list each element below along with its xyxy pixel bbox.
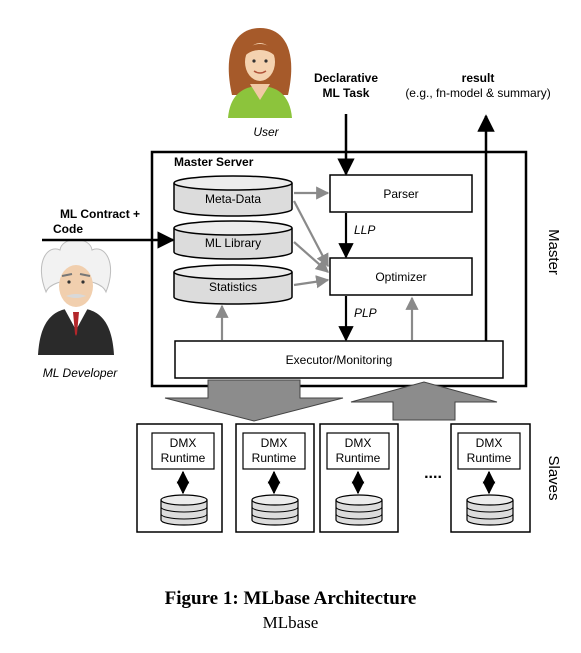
declarative-task-label-line1: Declarative <box>314 71 378 85</box>
declarative-task-label-line2: ML Task <box>323 86 370 100</box>
slaves-ellipsis: .... <box>424 465 442 482</box>
meta-data-to-optimizer-arrow <box>293 200 329 268</box>
slave-node-4: DMX Runtime <box>450 423 531 533</box>
slave-node-2: DMX Runtime <box>235 423 315 533</box>
ml-developer-icon <box>38 239 114 355</box>
dmx-runtime-label-line1: DMX <box>476 436 503 450</box>
optimizer-box <box>329 257 473 296</box>
figure-subtitle: MLbase <box>262 613 319 632</box>
parser-box <box>329 174 473 213</box>
dmx-runtime-label-line2: Runtime <box>252 451 297 465</box>
slaves-to-master-block-arrow <box>350 381 498 421</box>
meta-data-label: Meta-Data <box>205 192 261 206</box>
dmx-runtime-label-line1: DMX <box>261 436 288 450</box>
dmx-runtime-label-line2: Runtime <box>336 451 381 465</box>
slave-node-3: DMX Runtime <box>319 423 399 533</box>
executor-label: Executor/Monitoring <box>286 353 393 367</box>
dmx-runtime-label-line1: DMX <box>345 436 372 450</box>
statistics-cylinder <box>173 264 293 305</box>
figure-caption: Figure 1: MLbase Architecture <box>164 588 417 609</box>
master-to-slaves-block-arrow <box>164 379 344 422</box>
llp-label: LLP <box>354 223 375 237</box>
slave-node-1: DMX Runtime <box>136 423 223 533</box>
master-server-title: Master Server <box>174 155 254 169</box>
ml-contract-label-line2: Code <box>53 222 83 236</box>
statistics-to-optimizer-arrow <box>293 275 330 289</box>
ml-library-cylinder <box>173 220 293 260</box>
ml-library-label: ML Library <box>205 236 261 250</box>
meta-data-cylinder <box>173 175 293 217</box>
optimizer-label: Optimizer <box>375 270 426 284</box>
result-label-line1: result <box>462 71 495 85</box>
ml-library-to-optimizer-arrow <box>293 241 329 273</box>
user-icon <box>228 28 292 118</box>
dmx-runtime-label-line2: Runtime <box>467 451 512 465</box>
ml-contract-label-line1: ML Contract + <box>60 207 140 221</box>
parser-label: Parser <box>383 187 418 201</box>
statistics-label: Statistics <box>209 280 257 294</box>
ml-developer-label: ML Developer <box>43 366 118 380</box>
user-label: User <box>253 125 279 139</box>
result-label-line2: (e.g., fn-model & summary) <box>405 86 550 100</box>
executor-box <box>174 340 504 379</box>
dmx-runtime-label-line2: Runtime <box>161 451 206 465</box>
slaves-side-label: Slaves <box>545 455 562 500</box>
plp-label: PLP <box>354 306 377 320</box>
master-side-label: Master <box>545 229 562 275</box>
dmx-runtime-label-line1: DMX <box>170 436 197 450</box>
